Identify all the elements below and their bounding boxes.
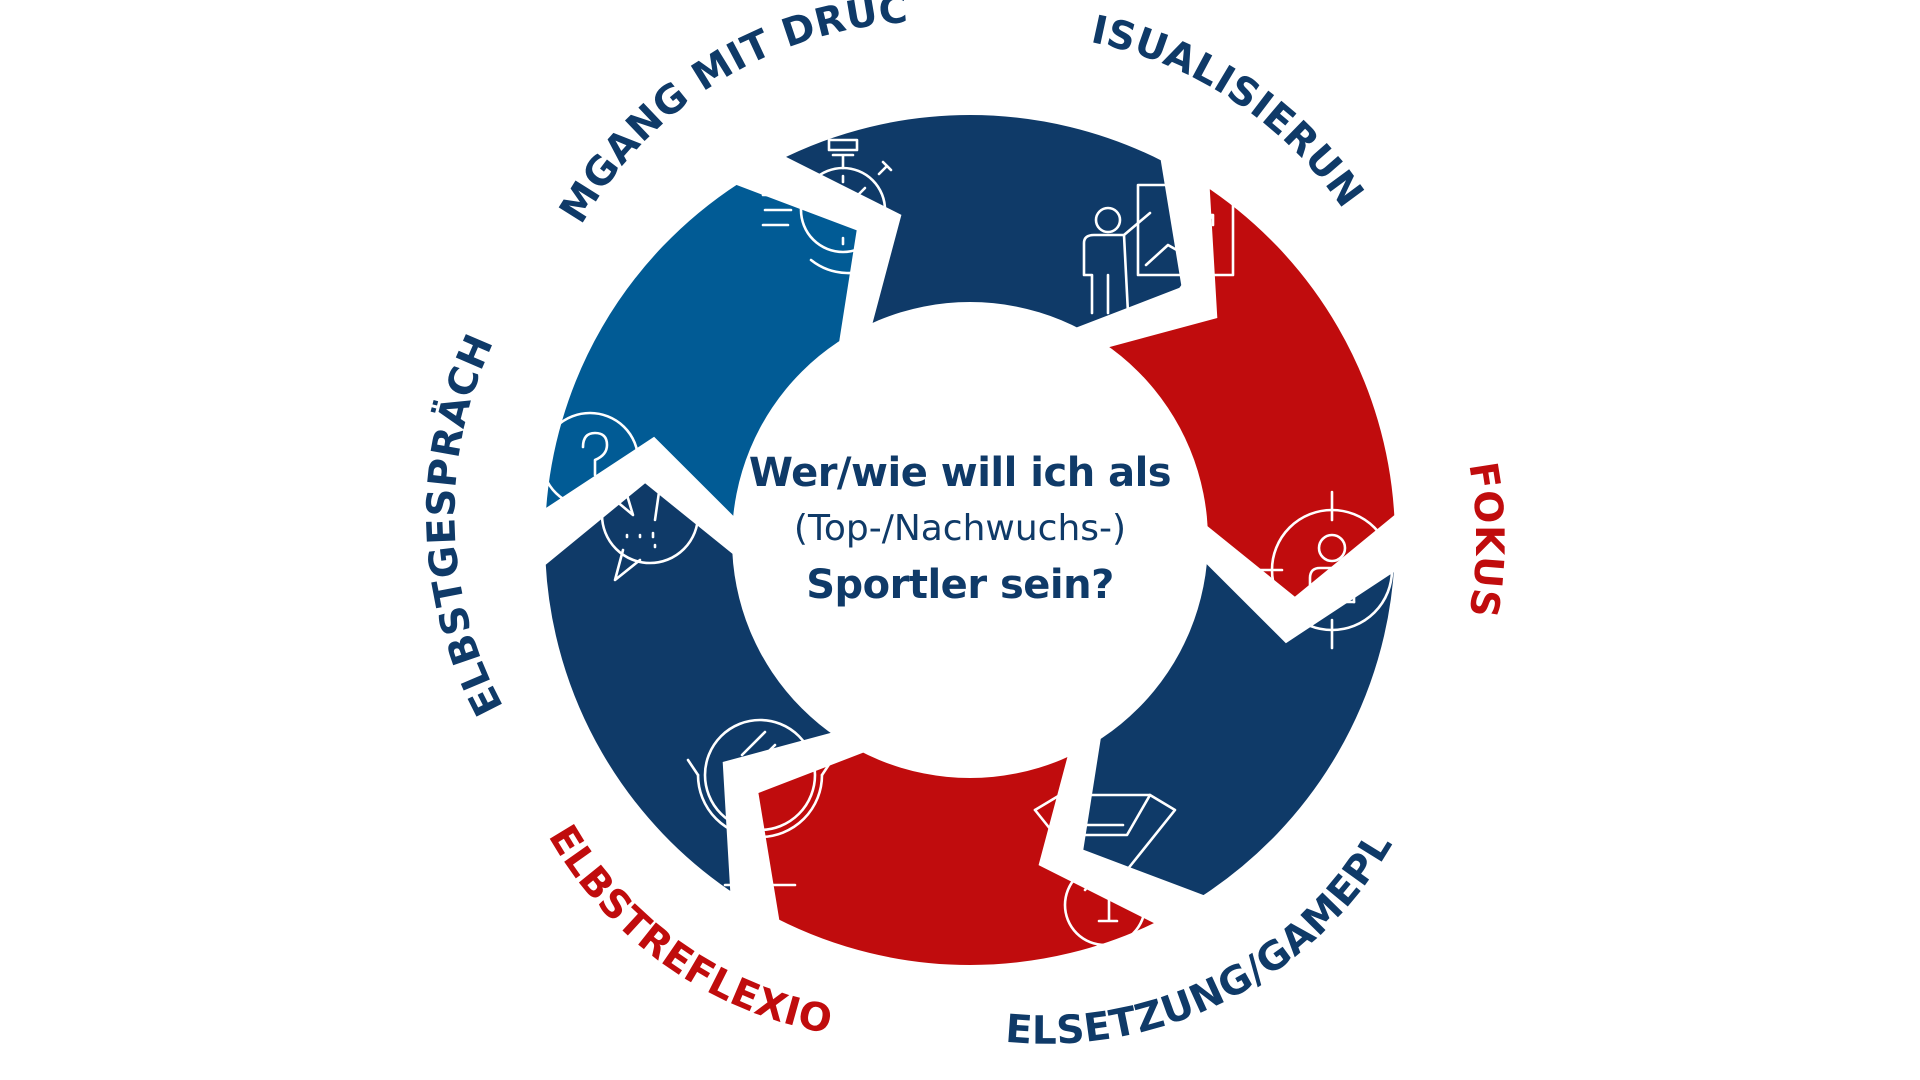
center-line-1: Wer/wie will ich als	[748, 450, 1172, 496]
center-question: Wer/wie will ich als (Top-/Nachwuchs-) S…	[710, 445, 1210, 613]
target-person-icon	[1252, 490, 1412, 650]
segment-label-text: SELBSTGESPRÄCHE	[0, 0, 512, 723]
segment-label-fokus: FOKUS	[1459, 459, 1511, 621]
stopwatch-icon	[761, 138, 893, 275]
medal-icon	[1033, 793, 1177, 947]
center-line-2: (Top-/Nachwuchs-)	[793, 508, 1127, 549]
mirror-icon	[686, 718, 834, 887]
center-circle	[732, 302, 1208, 778]
speech-bubbles-icon	[540, 411, 700, 582]
center-line-3: Sportler sein?	[806, 562, 1114, 608]
segments-layer	[535, 104, 1405, 976]
segment-label-text: FOKUS	[1459, 459, 1510, 621]
presentation-icon	[1082, 168, 1235, 315]
segment-label-selbstgespraeche: SELBSTGESPRÄCHE	[0, 0, 512, 723]
